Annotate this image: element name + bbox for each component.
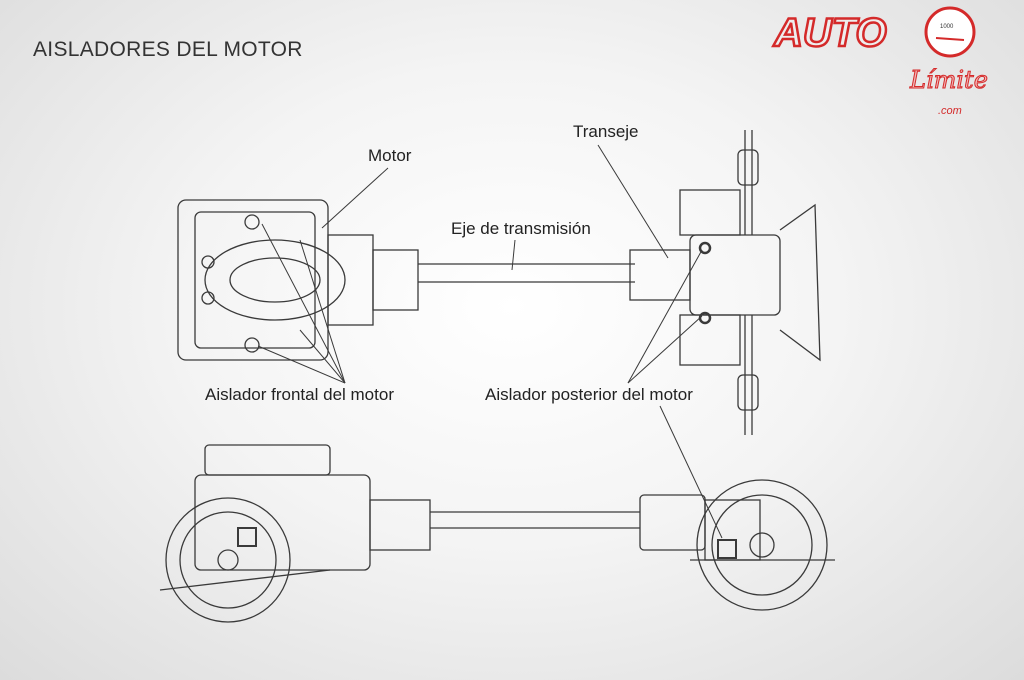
logo-gauge-icon (924, 6, 976, 58)
logo-script: Límite (909, 66, 988, 94)
engine-top-view (177, 199, 419, 361)
label-aislador-posterior: Aislador posterior del motor (485, 385, 693, 404)
autolimite-logo: AUTO 1000 Límite .com (772, 6, 988, 117)
label-transeje: Transeje (573, 122, 639, 141)
logo-suffix: .com (938, 105, 962, 117)
logo-main: AUTO (773, 11, 887, 55)
label-aislador-frontal: Aislador frontal del motor (205, 385, 394, 404)
driveshaft-top-view (418, 263, 635, 283)
drivetrain-side-view (159, 444, 835, 623)
diagram-title: AISLADORES DEL MOTOR (33, 38, 303, 61)
label-eje-transmision: Eje de transmisión (451, 219, 591, 238)
logo-gauge-value: 1000 (940, 24, 954, 30)
leader-lines (257, 144, 723, 539)
label-motor: Motor (368, 146, 412, 165)
transaxle-top-view (629, 130, 821, 435)
